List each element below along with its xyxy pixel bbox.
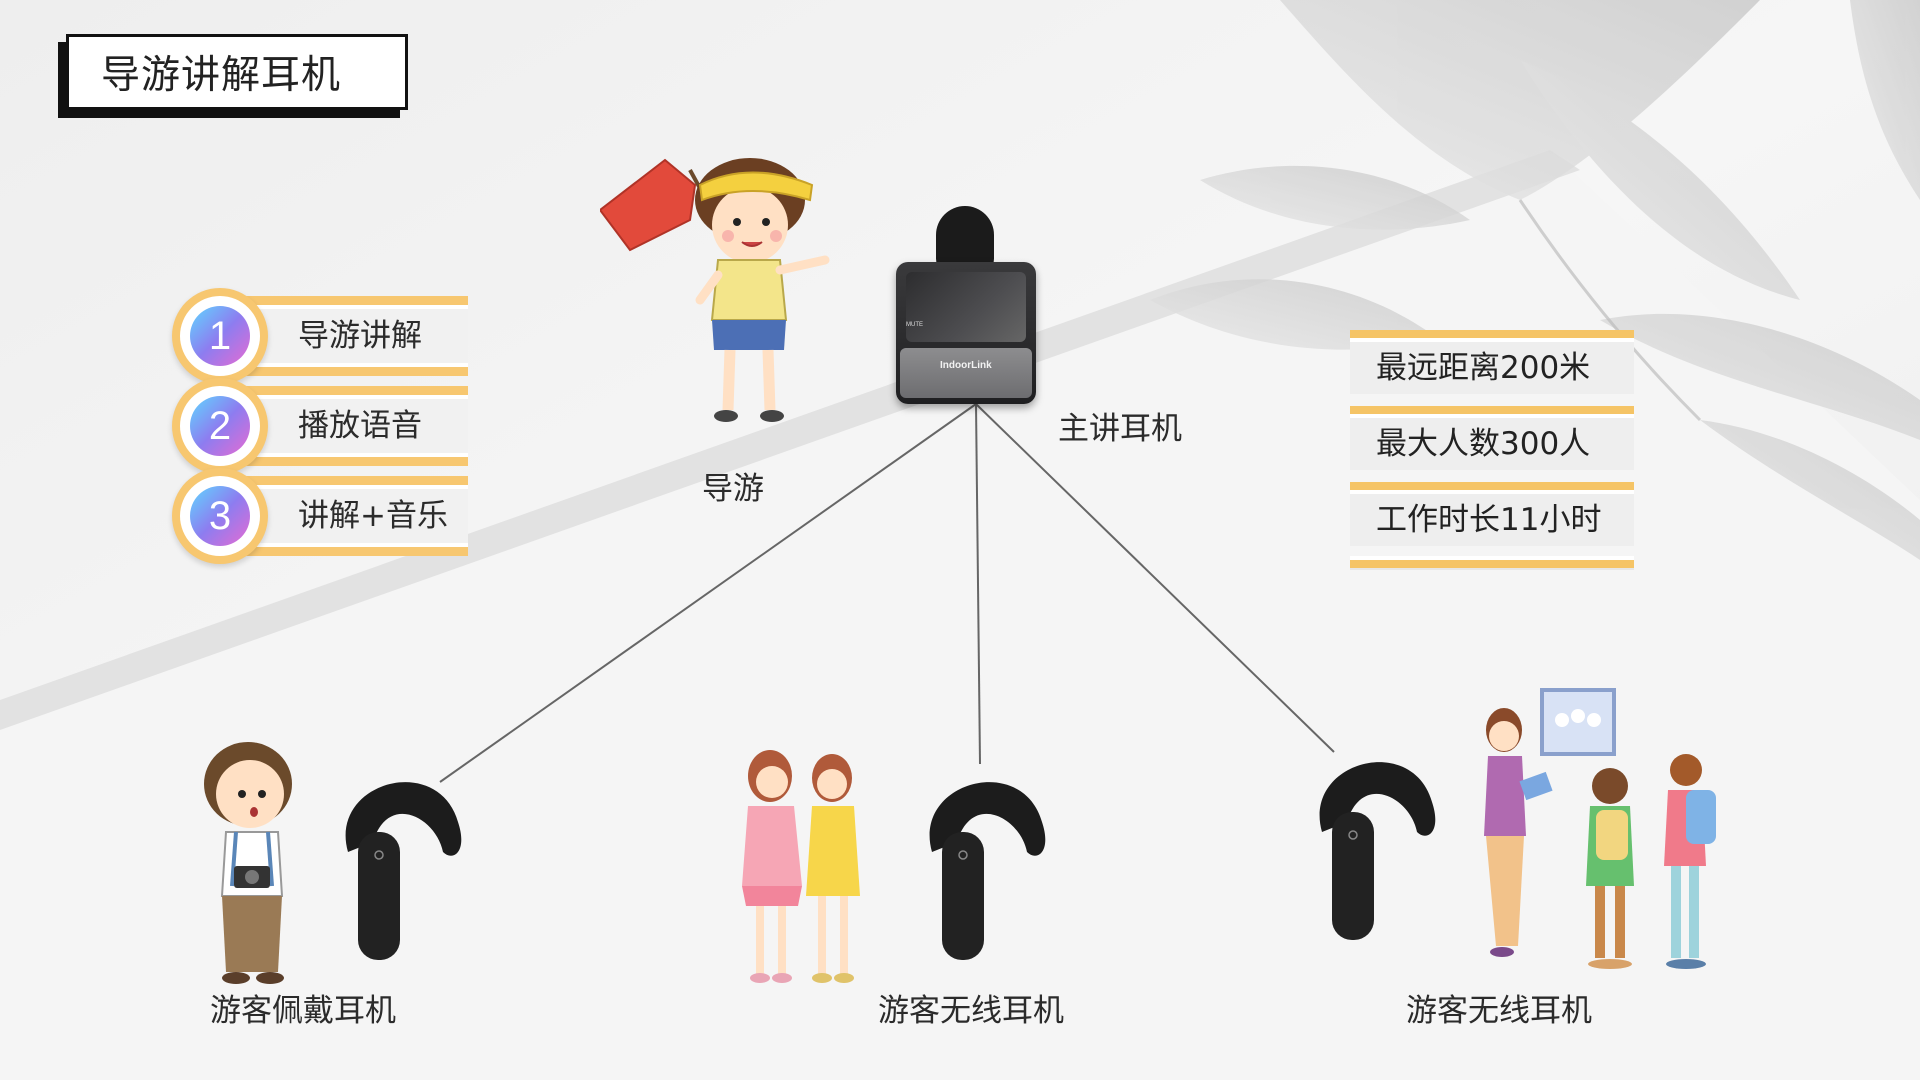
feature-label: 导游讲解: [298, 318, 422, 354]
tour-guide-illustration: [600, 158, 830, 422]
host-transmitter-device: MUTE IndoorLink: [896, 262, 1036, 404]
device-brand: IndoorLink: [940, 360, 992, 371]
host-label: 主讲耳机: [1058, 411, 1182, 447]
receiver-label-3: 游客无线耳机: [1406, 993, 1592, 1029]
feature-number: 1: [190, 306, 250, 366]
tourist-group-illustration: [1484, 688, 1716, 969]
stat-text: 最远距离200米: [1376, 350, 1591, 386]
stat-max-people: 最大人数300人: [1350, 406, 1634, 470]
stat-text: 最大人数300人: [1376, 426, 1591, 462]
page-title: 导游讲解耳机: [66, 34, 408, 110]
feature-item-2: 2 播放语音: [172, 378, 468, 474]
earphone-2: [929, 782, 1046, 960]
stat-divider: [1350, 556, 1634, 570]
guide-label: 导游: [702, 471, 764, 507]
tourist-boy-illustration: [204, 742, 292, 984]
earphone-3: [1319, 762, 1436, 940]
stat-text: 工作时长11小时: [1376, 502, 1602, 538]
feature-label: 讲解+音乐: [298, 498, 448, 534]
tourist-girls-illustration: [742, 750, 860, 983]
earphone-1: [345, 782, 462, 960]
stat-max-distance: 最远距离200米: [1350, 330, 1634, 394]
line-to-receiver-2: [975, 403, 981, 765]
line-to-receiver-1: [439, 403, 977, 783]
feature-item-3: 3 讲解+音乐: [172, 468, 468, 564]
feature-number: 3: [190, 486, 250, 546]
line-to-receiver-3: [975, 403, 1335, 753]
feature-item-1: 1 导游讲解: [172, 288, 468, 384]
feature-label: 播放语音: [298, 408, 422, 444]
stat-work-time: 工作时长11小时: [1350, 482, 1634, 546]
device-panel: [900, 348, 1032, 398]
receiver-label-2: 游客无线耳机: [878, 993, 1064, 1029]
mute-label: MUTE: [906, 322, 923, 328]
receiver-label-1: 游客佩戴耳机: [210, 993, 396, 1029]
device-screen: [906, 272, 1026, 342]
feature-number: 2: [190, 396, 250, 456]
